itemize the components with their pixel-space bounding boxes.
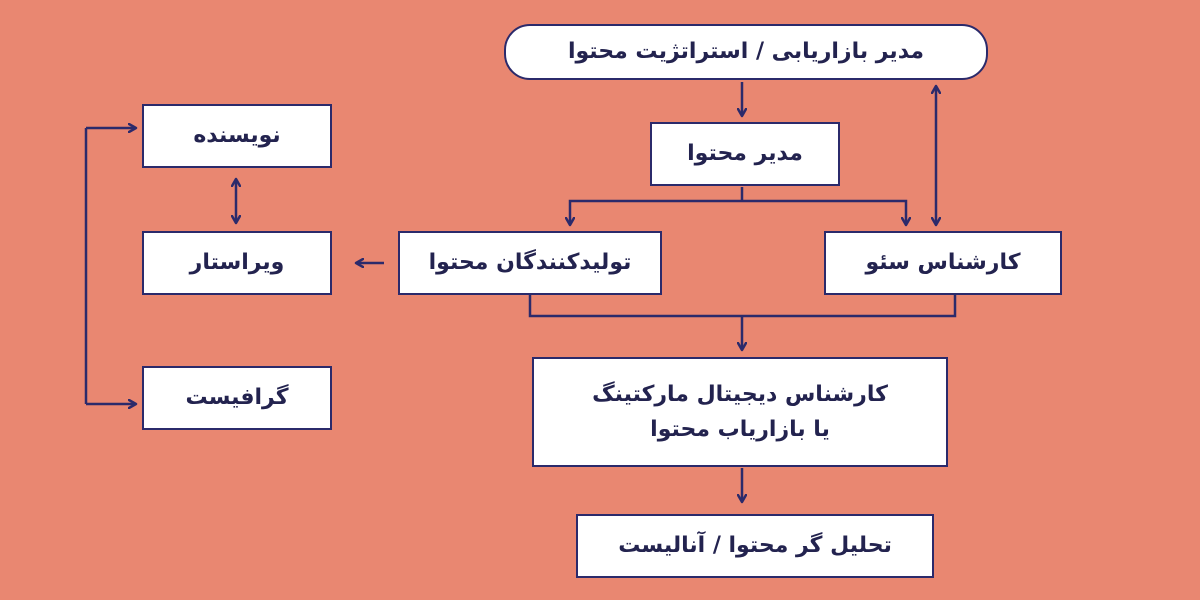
node-seo-specialist: کارشناس سئو	[824, 231, 1062, 295]
node-content-manager-label: مدیر محتوا	[687, 141, 803, 167]
arrow-to-seo-specialist	[742, 199, 906, 225]
node-writer-label: نویسنده	[193, 123, 281, 149]
node-marketing-manager-label: مدیر بازاریابی / استراتژیت محتوا	[567, 39, 925, 65]
merge-line-bottom	[528, 295, 957, 318]
node-digital-marketing-line1: کارشناس دیجیتال مارکتینگ	[592, 381, 888, 407]
node-seo-specialist-label: کارشناس سئو	[865, 250, 1021, 276]
node-content-manager: مدیر محتوا	[650, 122, 840, 186]
arrow-to-content-producers	[570, 199, 742, 225]
node-writer: نویسنده	[142, 104, 332, 168]
node-editor: ویراستار	[142, 231, 332, 295]
node-editor-label: ویراستار	[189, 250, 285, 276]
node-content-producers-label: تولیدکنندگان محتوا	[428, 250, 632, 276]
node-digital-marketing: کارشناس دیجیتال مارکتینگ یا بازاریاب محت…	[532, 357, 948, 467]
node-graphic-designer: گرافیست	[142, 366, 332, 430]
node-digital-marketing-line2: یا بازاریاب محتوا	[650, 417, 830, 442]
node-content-analyst: تحلیل گر محتوا / آنالیست	[576, 514, 934, 578]
node-content-analyst-label: تحلیل گر محتوا / آنالیست	[618, 533, 892, 559]
node-marketing-manager: مدیر بازاریابی / استراتژیت محتوا	[504, 24, 988, 80]
node-graphic-designer-label: گرافیست	[185, 385, 289, 411]
node-content-producers: تولیدکنندگان محتوا	[398, 231, 662, 295]
